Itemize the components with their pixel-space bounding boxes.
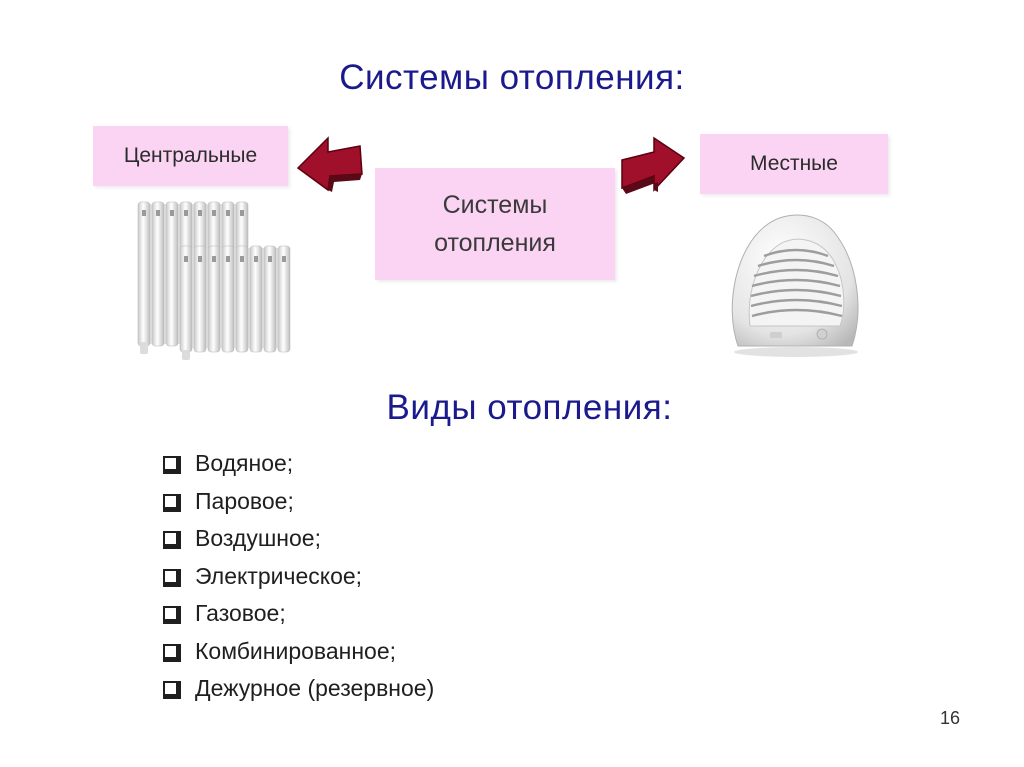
list-item: Электрическое; bbox=[163, 558, 434, 596]
page-number: 16 bbox=[940, 708, 961, 728]
checkbox-bullet-icon bbox=[163, 493, 181, 512]
list-item: Воздушное; bbox=[163, 520, 434, 558]
page-title: Системы отопления: bbox=[339, 58, 685, 97]
checkbox-bullet-icon bbox=[163, 456, 181, 475]
list-item: Комбинированное; bbox=[163, 633, 434, 671]
radiator-image bbox=[137, 201, 291, 360]
list-item: Паровое; bbox=[163, 483, 434, 521]
list-item: Дежурное (резервное) bbox=[163, 670, 434, 708]
list-item: Газовое; bbox=[163, 595, 434, 633]
fan-heater-image bbox=[731, 214, 859, 357]
center-label-line2: отопления bbox=[434, 229, 556, 257]
heating-systems-box: Системы отопления bbox=[375, 168, 615, 280]
heating-types-list: Водяное; Паровое; Воздушное; Электрическ… bbox=[163, 445, 434, 708]
list-item: Водяное; bbox=[163, 445, 434, 483]
checkbox-bullet-icon bbox=[163, 643, 181, 662]
checkbox-bullet-icon bbox=[163, 606, 181, 625]
checkbox-bullet-icon bbox=[163, 568, 181, 587]
heating-types-heading: Виды отопления: bbox=[386, 388, 673, 427]
checkbox-bullet-icon bbox=[163, 681, 181, 700]
central-systems-box: Центральные bbox=[93, 126, 288, 186]
arrow-left-icon bbox=[296, 136, 363, 192]
local-systems-box: Местные bbox=[700, 134, 888, 194]
central-systems-label: Центральные bbox=[123, 144, 258, 167]
arrow-right-icon bbox=[621, 136, 686, 194]
local-systems-label: Местные bbox=[750, 152, 838, 175]
checkbox-bullet-icon bbox=[163, 531, 181, 550]
center-label-line1: Системы bbox=[442, 191, 548, 219]
